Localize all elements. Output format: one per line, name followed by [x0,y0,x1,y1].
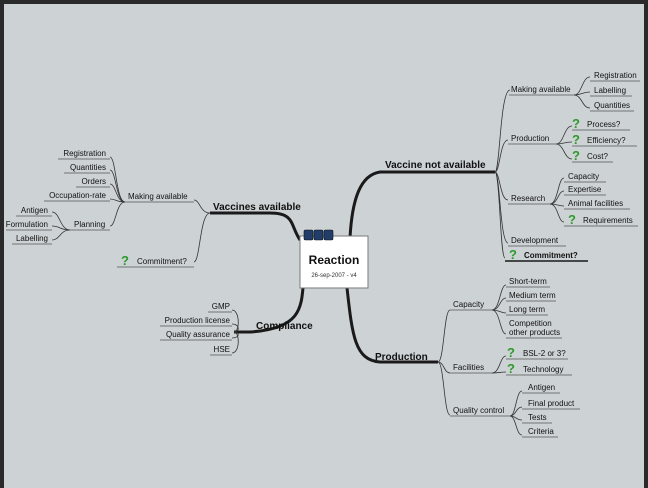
connector [491,309,507,335]
connector [509,390,523,417]
node-orders[interactable]: Orders [82,177,106,186]
connector [193,199,211,214]
connector [109,156,126,203]
node-hse[interactable]: HSE [214,345,230,354]
node-gmp[interactable]: GMP [212,302,230,311]
node-medium-term[interactable]: Medium term [509,291,556,300]
connector [573,94,591,109]
node-registration-left[interactable]: Registration [63,149,106,158]
blue-block-icon [313,229,324,241]
connector [494,139,509,173]
node-efficiency[interactable]: Efficiency? [587,136,626,145]
topic-vaccines-available[interactable]: Vaccines available [213,202,301,213]
question-mark-icon: ? [121,253,129,268]
connector [491,297,507,311]
connector [555,125,573,145]
node-making-available-left[interactable]: Making available [128,192,188,201]
node-labelling[interactable]: Labelling [594,86,626,95]
connector [109,201,126,227]
connector [109,169,126,203]
node-registration[interactable]: Registration [594,71,637,80]
node-animal-facilities[interactable]: Animal facilities [568,199,623,208]
connector [51,211,71,231]
question-mark-icon: ? [572,116,580,131]
connector [509,415,523,436]
node-facilities[interactable]: Facilities [453,363,484,372]
node-quality-assurance[interactable]: Quality assurance [166,330,231,339]
connector [437,361,451,374]
connector [109,183,126,203]
connector [231,331,239,354]
blue-block-icon [303,229,314,241]
node-labelling-left[interactable]: Labelling [16,234,48,243]
connector [549,190,565,205]
node-commitment-left[interactable]: Commitment? [137,257,187,266]
connector [549,203,565,223]
node-competition[interactable]: Competition [509,319,552,328]
node-capacity-prod[interactable]: Capacity [453,300,484,309]
node-planning[interactable]: Planning [74,220,105,229]
node-cost[interactable]: Cost? [587,152,608,161]
node-final-product[interactable]: Final product [528,399,575,408]
connector [51,229,71,241]
blue-block-icon [323,229,334,241]
connector [193,212,211,263]
question-mark-icon: ? [572,148,580,163]
node-quantities[interactable]: Quantities [594,101,630,110]
question-mark-icon: ? [572,132,580,147]
node-occupation-rate[interactable]: Occupation-rate [49,191,106,200]
node-long-term[interactable]: Long term [509,305,545,314]
branch-vaccine-not-available [348,170,495,239]
connector [555,143,573,160]
connector [437,361,451,416]
central-topic[interactable]: Reaction 26-sep-2007 - v4 [299,229,369,289]
connector [494,171,506,259]
node-tests[interactable]: Tests [528,413,547,422]
node-bsl[interactable]: BSL-2 or 3? [523,349,566,358]
node-production-license[interactable]: Production license [165,316,231,325]
connector [491,284,507,311]
node-antigen-prod[interactable]: Antigen [528,383,555,392]
node-criteria[interactable]: Criteria [528,427,554,436]
question-mark-icon: ? [507,361,515,376]
topic-vaccine-not-available[interactable]: Vaccine not available [385,160,486,171]
node-other-products[interactable]: other products [509,328,560,337]
connector [491,355,507,374]
central-subtitle: 26-sep-2007 - v4 [311,273,357,279]
connector [573,91,591,96]
node-commitment-bold[interactable]: Commitment? [524,251,578,260]
node-process[interactable]: Process? [587,120,621,129]
node-short-term[interactable]: Short-term [509,277,547,286]
node-production[interactable]: Production [511,134,549,143]
connector [494,89,511,173]
node-antigen-left[interactable]: Antigen [21,206,48,215]
node-expertise[interactable]: Expertise [568,185,602,194]
connector [491,371,507,374]
topic-production[interactable]: Production [375,352,428,363]
branch-production [343,269,438,364]
question-mark-icon: ? [568,212,576,227]
connector [437,309,451,363]
node-requirements[interactable]: Requirements [583,216,633,225]
branch-vaccines-available [210,211,302,241]
node-quantities-left[interactable]: Quantities [70,163,106,172]
node-formulation[interactable]: Formulation [6,220,48,229]
question-mark-icon: ? [507,345,515,360]
central-title: Reaction [309,253,360,267]
node-capacity[interactable]: Capacity [568,172,599,181]
node-making-available[interactable]: Making available [511,85,571,94]
node-quality-control[interactable]: Quality control [453,406,504,415]
topic-compliance[interactable]: Compliance [256,321,313,332]
node-research[interactable]: Research [511,194,545,203]
node-development[interactable]: Development [511,236,559,245]
connector [549,177,565,205]
question-mark-icon: ? [509,247,517,262]
connector [573,76,591,96]
connector [231,309,239,333]
node-technology[interactable]: Technology [523,365,563,374]
connector [109,198,126,203]
